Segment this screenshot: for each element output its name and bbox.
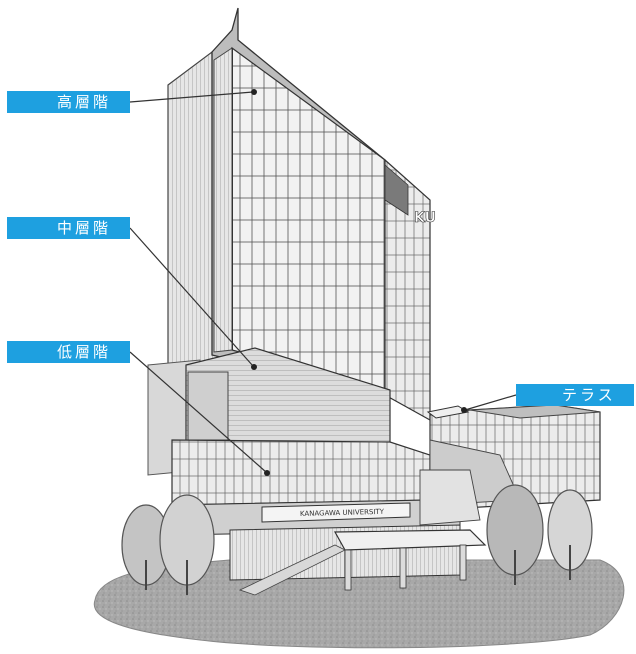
right-wing (419, 404, 601, 526)
tree-right-1 (486, 484, 544, 585)
label-high-floors: 高層階 (7, 91, 130, 113)
leader-middle (129, 227, 257, 370)
label-terrace: テラス (516, 384, 634, 406)
leader-terrace (461, 394, 517, 413)
building-sign: KANAGAWA UNIVERSITY (300, 508, 385, 518)
label-low-floors: 低層階 (7, 341, 130, 363)
label-middle-floors: 中層階 (7, 217, 130, 239)
ground-floor (229, 524, 487, 596)
tree-right-2 (547, 489, 593, 580)
terrace-deck (426, 405, 470, 419)
leader-low (129, 351, 270, 476)
podium (171, 347, 461, 536)
tree-left-2 (159, 494, 215, 595)
leader-high (129, 89, 257, 103)
tower-logo: KU (414, 210, 436, 226)
